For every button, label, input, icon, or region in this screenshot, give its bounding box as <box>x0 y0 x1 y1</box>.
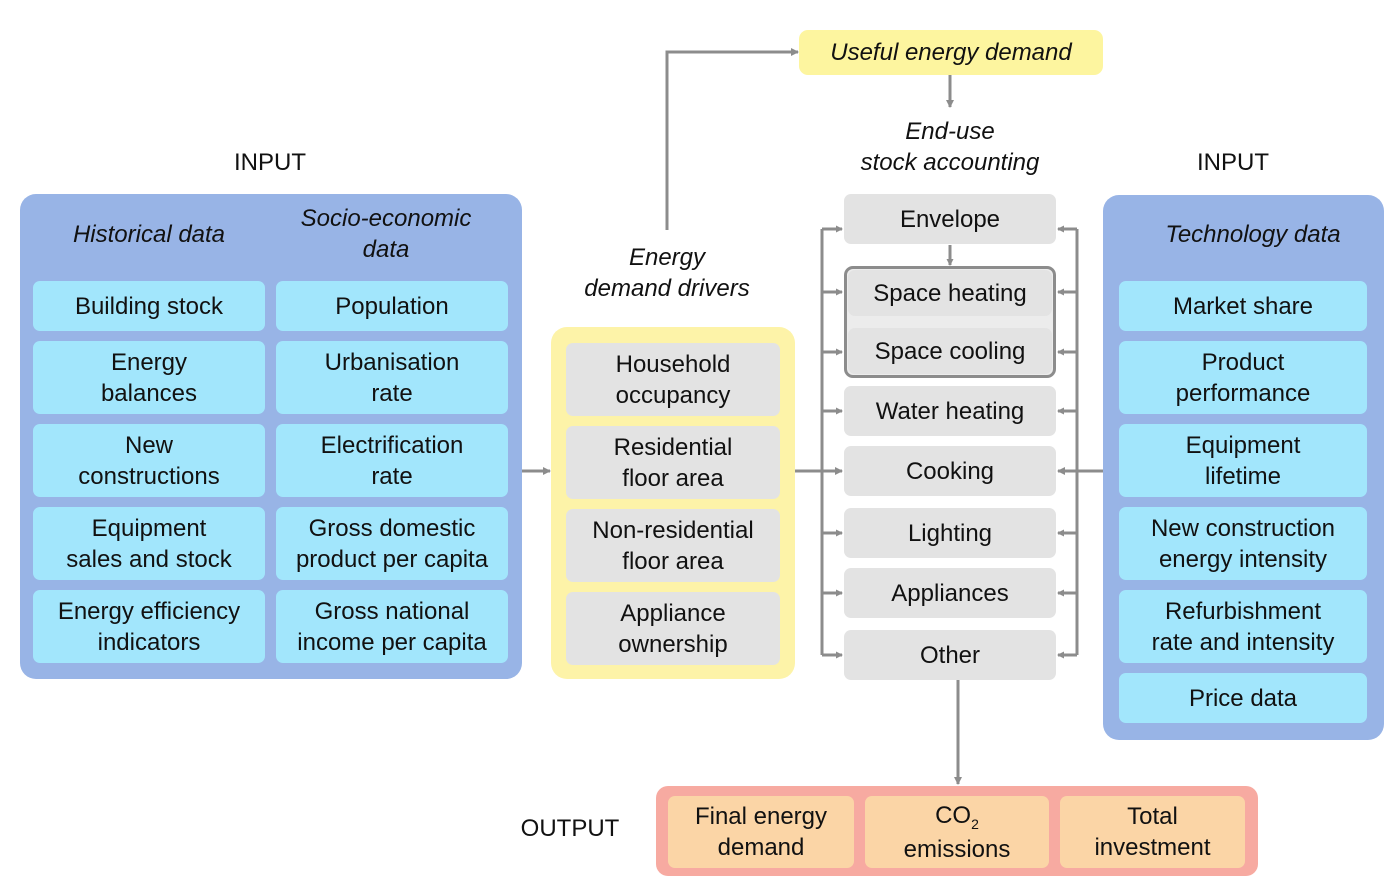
end-use-space-cooling: Space cooling <box>848 328 1052 374</box>
technology-data-heading: Technology data <box>1165 221 1341 248</box>
end-use-other: Other <box>844 630 1056 680</box>
item-building-stock: Building stock <box>33 281 265 331</box>
tech-market-share: Market share <box>1119 281 1367 331</box>
item-equipment-sales: Equipment sales and stock <box>33 507 265 580</box>
tech-new-construction-intensity: New construction energy intensity <box>1119 507 1367 580</box>
output-co2-emissions: CO2 emissions <box>865 796 1049 868</box>
socio-economic-heading: Socio-economic data <box>300 205 472 263</box>
item-energy-efficiency: Energy efficiency indicators <box>33 590 265 663</box>
driver-residential-floor-area: Residential floor area <box>566 426 780 499</box>
driver-household-occupancy: Household occupancy <box>566 343 780 416</box>
co2-label: CO2 <box>935 800 979 834</box>
item-energy-balances: Energy balances <box>33 341 265 414</box>
driver-non-residential-floor-area: Non-residential floor area <box>566 509 780 582</box>
useful-energy-demand: Useful energy demand <box>799 30 1103 75</box>
drivers-heading: Energy demand drivers <box>584 244 750 302</box>
end-use-heading: End-use stock accounting <box>860 118 1040 176</box>
tech-refurbishment-rate: Refurbishment rate and intensity <box>1119 590 1367 663</box>
item-gdp-per-capita: Gross domestic product per capita <box>276 507 508 580</box>
driver-appliance-ownership: Appliance ownership <box>566 592 780 665</box>
end-use-cooking: Cooking <box>844 446 1056 496</box>
tech-equipment-lifetime: Equipment lifetime <box>1119 424 1367 497</box>
item-gni-per-capita: Gross national income per capita <box>276 590 508 663</box>
item-population: Population <box>276 281 508 331</box>
co2-emissions-label: emissions <box>903 835 1011 863</box>
co2-main: CO <box>935 801 972 829</box>
end-use-lighting: Lighting <box>844 508 1056 558</box>
input-right-title: INPUT <box>1197 149 1269 176</box>
output-title: OUTPUT <box>520 815 620 842</box>
item-electrification-rate: Electrification rate <box>276 424 508 497</box>
tech-price-data: Price data <box>1119 673 1367 723</box>
output-total-investment: Total investment <box>1060 796 1245 868</box>
co2-subscript: 2 <box>971 815 979 832</box>
end-use-appliances: Appliances <box>844 568 1056 618</box>
tech-product-performance: Product performance <box>1119 341 1367 414</box>
end-use-water-heating: Water heating <box>844 386 1056 436</box>
item-urbanisation-rate: Urbanisation rate <box>276 341 508 414</box>
end-use-space-heating: Space heating <box>848 270 1052 316</box>
end-use-envelope: Envelope <box>844 194 1056 244</box>
item-new-constructions: New constructions <box>33 424 265 497</box>
output-final-energy-demand: Final energy demand <box>668 796 854 868</box>
historical-data-heading: Historical data <box>72 221 226 248</box>
input-left-title: INPUT <box>234 149 306 176</box>
